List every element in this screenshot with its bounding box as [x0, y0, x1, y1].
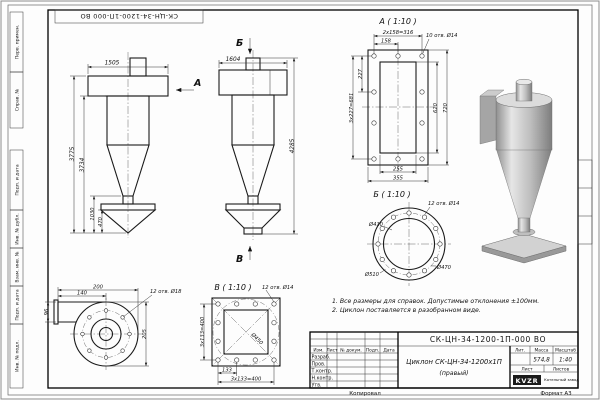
- tb-name-line2: (правый): [439, 370, 468, 377]
- margin-label-2: Подп. и дата: [15, 164, 21, 195]
- tb-scale-value: 1:40: [559, 358, 572, 364]
- dim-front-height-inner: 3734: [80, 157, 86, 172]
- margin-label-4: Взам. инв. №: [15, 251, 21, 282]
- copy-label: Копировал: [349, 391, 381, 397]
- tb-mass-value: 574,8: [533, 358, 550, 364]
- tb-hdr-scale: Масштаб: [555, 347, 576, 354]
- dim-a-bottom-outer: 355: [393, 176, 404, 182]
- top-stamp: СК-ЦН-34-1200-1П-000 ВО: [54, 9, 204, 24]
- iso-cylinder: [495, 99, 553, 151]
- iso-outlet-top: [515, 78, 533, 86]
- dim-a-top-total: 2x158=316: [383, 30, 414, 36]
- flange-b-dia-inner: Ø410: [368, 221, 384, 228]
- tb-hdr-lit: Лит.: [515, 348, 525, 354]
- left-margin-column: Перв. примен. Справ. № Подп. и дата Инв.…: [9, 11, 24, 389]
- dim-front-outlet: 470: [98, 216, 104, 227]
- side-view: 1604 4285 Б В: [218, 38, 298, 265]
- sheet-edge: [7, 4, 593, 396]
- company-name: Котельный завод: [544, 377, 579, 382]
- dim-v-total: 3x133=400: [231, 377, 262, 383]
- margin-label-6: Инв. № подл.: [15, 340, 21, 372]
- tb-hdr-sheets: Листов: [553, 367, 570, 373]
- format-label: Формат А3: [540, 391, 572, 397]
- view-arrow-v: В: [236, 246, 253, 265]
- view-arrow-a: А: [176, 78, 201, 93]
- dim-a-bottom-inner: 255: [393, 167, 404, 173]
- tb-col-doc: № докум.: [340, 348, 362, 354]
- technical-notes: 1. Все размеры для справок. Допустимые о…: [332, 298, 539, 314]
- flange-v-title: В ( 1:10 ): [214, 283, 251, 292]
- dim-a-right-outer: 720: [443, 102, 449, 113]
- flange-b-dia-bolt: Ø470: [436, 264, 452, 271]
- iso-view: [479, 78, 567, 264]
- view-arrow-b: Б: [236, 38, 253, 54]
- tb-row-prov: Пров.: [312, 362, 326, 368]
- flange-b-holes-label: 12 отв. Ø14: [428, 200, 460, 207]
- margin-label-1: Справ. №: [15, 89, 21, 112]
- tb-col-podp: Подп.: [366, 348, 379, 354]
- dim-volute-top: 200: [93, 285, 104, 291]
- view-arrow-v-label: В: [236, 254, 243, 265]
- iso-neck: [517, 215, 531, 233]
- tb-hdr-mass: Масса: [535, 348, 549, 354]
- dim-volute-left: 96: [44, 308, 50, 315]
- flange-b-dia-outer: Ø510: [364, 271, 380, 278]
- section-a-title: А ( 1:10 ): [378, 17, 416, 26]
- volute-view: 200 140 96 205 12 отв. Ø18: [44, 285, 182, 370]
- margin-label-3: Инв. № дубл.: [15, 213, 21, 244]
- view-arrow-a-label: А: [193, 78, 201, 89]
- footer-labels: Копировал Формат А3: [349, 391, 572, 397]
- company-logo-box: [513, 375, 541, 385]
- flange-b-view: Б ( 1:10 ) 12 отв. Ø14 Ø410 Ø510 Ø470: [364, 190, 460, 286]
- note-line-2: 2. Циклон поставляется в разобранном вид…: [332, 306, 481, 314]
- tb-row-utv: Утв.: [312, 383, 322, 389]
- tb-col-izm: Изм.: [313, 348, 323, 354]
- tb-hdr-sheet: Лист: [521, 367, 533, 373]
- dim-front-width: 1505: [105, 61, 120, 67]
- margin-label-0: Перв. примен.: [15, 25, 21, 60]
- tb-row-tkontr: Т.контр.: [311, 369, 333, 375]
- stamp-designation: СК-ЦН-34-1200-1П-000 ВО: [80, 12, 178, 20]
- front-view: 1505 3775 3734 1030 470 А: [70, 52, 201, 238]
- dim-a-top-step: 158: [381, 39, 392, 45]
- iso-inlet-top: [479, 89, 505, 97]
- dim-a-right-inner: 620: [433, 102, 439, 113]
- iso-inlet-duct: [479, 91, 497, 145]
- dim-v-step: 133: [222, 368, 232, 374]
- note-line-1: 1. Все размеры для справок. Допустимые о…: [332, 298, 539, 305]
- dim-a-left-step: 227: [358, 68, 364, 79]
- view-arrow-b-label: Б: [236, 38, 243, 49]
- tb-designation: СК-ЦН-34-1200-1П-000 ВО: [430, 335, 546, 344]
- dim-front-bin: 1030: [90, 207, 96, 221]
- section-a-view: А ( 1:10 ) 2x158=316 158 227 3x227=681 6…: [349, 17, 458, 183]
- flange-b-title: Б ( 1:10 ): [373, 190, 410, 199]
- title-block: Изм. Лист № докум. Подп. Дата Разраб. Пр…: [309, 331, 579, 389]
- dim-side-height: 4285: [290, 138, 296, 153]
- dim-side-width: 1604: [226, 57, 241, 63]
- tb-col-data: Дата: [383, 348, 395, 354]
- dim-volute-right: 205: [142, 328, 148, 339]
- right-margin-box: [577, 159, 593, 245]
- dim-v-left: 3x133=400: [200, 316, 206, 347]
- tb-col-list: Лист: [326, 348, 338, 354]
- tb-row-nkontr: Н.контр.: [312, 376, 333, 382]
- dim-front-height-outer: 3775: [70, 146, 76, 161]
- dim-volute-top2: 140: [77, 291, 88, 297]
- iso-base-top: [481, 233, 567, 259]
- tb-name-line1: Циклон СК-ЦН-34-1200х1П: [406, 358, 502, 366]
- section-a-holes-label: 10 отв. Ø14: [426, 32, 458, 39]
- tb-row-razrab: Разраб.: [312, 355, 331, 361]
- margin-label-5: Подп. и дата: [15, 289, 21, 320]
- volute-holes-label: 12 отв. Ø18: [150, 288, 182, 295]
- company-logo-text: KVZR: [516, 377, 539, 385]
- dim-a-left-total: 3x227=681: [349, 93, 355, 124]
- flange-v-holes-label: 12 отв. Ø14: [262, 284, 294, 291]
